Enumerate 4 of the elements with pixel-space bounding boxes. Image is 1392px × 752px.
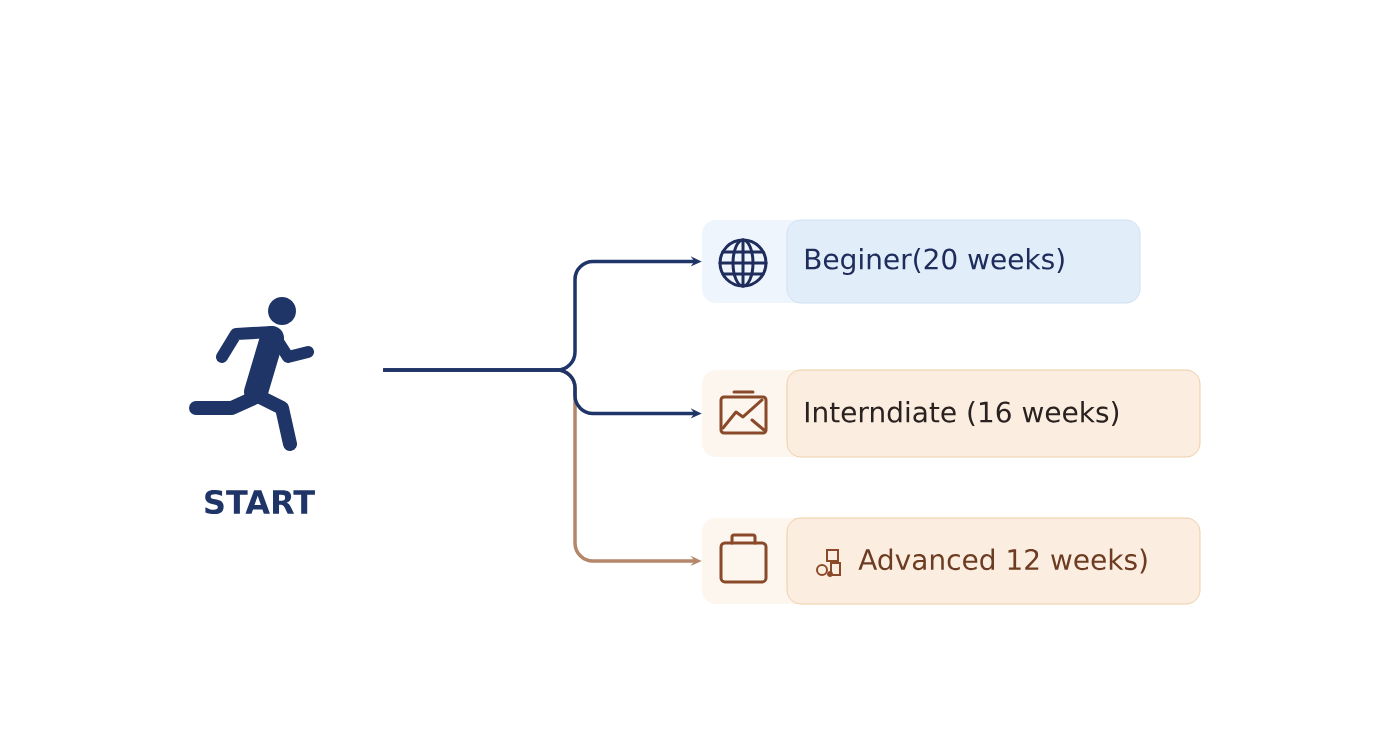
start-label: START xyxy=(205,489,315,515)
stage-box: Beginer(20 weeks) xyxy=(702,219,1141,304)
stage-box: Interndiate (16 weeks) xyxy=(702,369,1201,458)
stage-box: Advanced 12 weeks) xyxy=(702,517,1201,605)
